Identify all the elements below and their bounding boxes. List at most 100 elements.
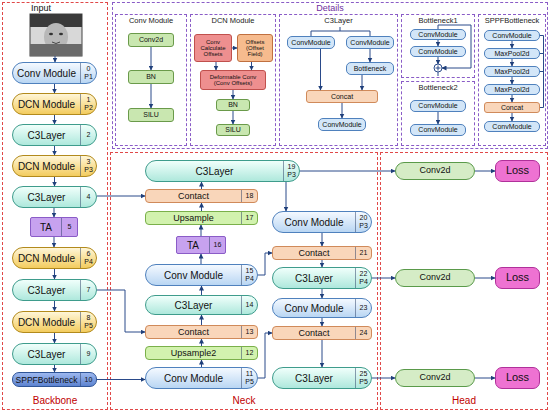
- arrow-connector: [201, 339, 202, 346]
- arrow-connector: [233, 90, 234, 99]
- index-cell: 6P4: [80, 248, 96, 268]
- index-number: 6: [87, 250, 91, 258]
- index-cell: 3P3: [80, 156, 96, 176]
- index-number: 18: [246, 192, 254, 200]
- arrow-connector: [438, 112, 439, 124]
- node-text: Concat: [500, 104, 524, 111]
- node-text: ConvModule: [321, 121, 362, 128]
- index-cell: 21: [355, 247, 371, 259]
- node-text: Concat: [330, 93, 354, 100]
- arrow-connector: [151, 47, 152, 70]
- arrow-connector: [286, 182, 287, 211]
- arrow-connector: [512, 41, 513, 48]
- index-number: 1: [87, 96, 91, 104]
- dcn-module-box: DCN Module1P2: [12, 93, 97, 115]
- index-cell: 4: [80, 187, 96, 207]
- index-number: 3: [87, 158, 91, 166]
- arrow-connector: [232, 48, 237, 49]
- sppf-concat-lines: [540, 36, 544, 108]
- node-text: C3Layer: [273, 373, 355, 384]
- upsample-box: Upsample212: [145, 346, 258, 360]
- index-number: 2: [87, 131, 91, 139]
- region-title: DCN Module: [191, 16, 275, 25]
- index-number: P5: [84, 322, 93, 330]
- node-text: Loss: [505, 165, 530, 177]
- index-number: P4: [84, 258, 93, 266]
- node-text: ConvModule: [491, 123, 532, 130]
- arrow-connector: [201, 182, 202, 189]
- node-text: DCN Module: [13, 253, 80, 264]
- module-box: ConvModule: [484, 121, 540, 132]
- index-number: 17: [246, 214, 254, 222]
- arrow-connector: [512, 113, 513, 121]
- arrow-connector: [201, 203, 202, 211]
- arrow-connector: [97, 290, 145, 332]
- c3layer-box: C3Layer19P3: [145, 160, 300, 182]
- node-text: TA: [177, 240, 209, 251]
- index-cell: 12: [241, 347, 257, 359]
- index-number: P3: [359, 222, 368, 230]
- layer-box: SILU: [128, 108, 174, 122]
- index-cell: 19P3: [283, 161, 299, 181]
- node-text: ConvModule: [417, 48, 458, 55]
- index-cell: 0P1: [80, 63, 96, 83]
- conv-module-box: Conv Module11P5: [145, 367, 258, 389]
- detail-panel: Bottleneck1ConvModuleConvModule: [401, 14, 475, 78]
- arrow-connector: [54, 333, 55, 343]
- region-box: NeckC3Layer19P3Contact18Upsample17TA16Co…: [110, 152, 378, 410]
- loss-box: Loss: [495, 160, 540, 182]
- arrow-connector: [54, 365, 55, 372]
- arrow-connector: [258, 253, 272, 275]
- detail-panel: C3LayerConvModuleConvModuleBottleneckCon…: [279, 14, 398, 146]
- offset-box: Offsets (Offset Field): [237, 34, 273, 62]
- arrow-connector: [342, 103, 343, 118]
- index-number: 8: [87, 314, 91, 322]
- index-number: P1: [84, 73, 93, 81]
- node-text: C3Layer: [13, 130, 80, 141]
- node-text: Conv Calculate Offsets: [195, 39, 231, 58]
- index-number: 19: [288, 163, 296, 171]
- region-title: Details: [113, 3, 547, 13]
- index-cell: 7: [80, 280, 96, 300]
- region-title: C3Layer: [280, 16, 397, 25]
- index-cell: 15P4: [241, 265, 257, 285]
- node-text: Offsets (Offset Field): [238, 39, 272, 58]
- node-text: MaxPool2d: [493, 50, 530, 57]
- arrow-connector: [370, 49, 371, 62]
- index-number: P3: [287, 171, 296, 179]
- index-number: P4: [359, 278, 368, 286]
- conv-box: Deformable Conv (Conv Offsets): [200, 70, 266, 90]
- c3layer-box: C3Layer22P4: [272, 267, 372, 289]
- index-number: 14: [246, 301, 254, 309]
- input-image: [30, 14, 82, 56]
- node-text: BN: [145, 73, 157, 80]
- attention-box: TA5: [30, 217, 78, 237]
- module-box: Bottleneck: [346, 62, 394, 75]
- index-cell: 9: [80, 344, 96, 364]
- arrow-connector: [201, 360, 202, 367]
- region-title: Head: [381, 395, 547, 406]
- arrow-connector: [362, 75, 363, 90]
- region-title: SPPFBottleneck: [479, 16, 545, 25]
- node-text: Conv2d: [418, 166, 451, 175]
- concat-box: Contact24: [272, 326, 372, 340]
- node-text: ConvModule: [290, 39, 331, 46]
- conv-module-box: Conv Module15P4: [145, 264, 258, 286]
- index-number: 10: [85, 376, 93, 384]
- index-number: 7: [87, 286, 91, 294]
- layer-box: BN: [128, 70, 174, 84]
- index-number: P5: [245, 378, 254, 386]
- node-text: MaxPool2d: [493, 68, 530, 75]
- node-text: Loss: [505, 372, 530, 384]
- region-title: Bottleneck2: [402, 83, 474, 92]
- node-text: SILU: [224, 126, 242, 133]
- node-text: Conv2d: [418, 273, 451, 282]
- module-box: MaxPool2d: [484, 84, 540, 95]
- node-text: TA: [31, 222, 61, 233]
- module-box: ConvModule: [346, 36, 394, 49]
- index-cell: 16: [209, 237, 225, 253]
- module-box: ConvModule: [410, 100, 466, 112]
- index-number: P5: [359, 378, 368, 386]
- arrow-connector: [320, 49, 321, 90]
